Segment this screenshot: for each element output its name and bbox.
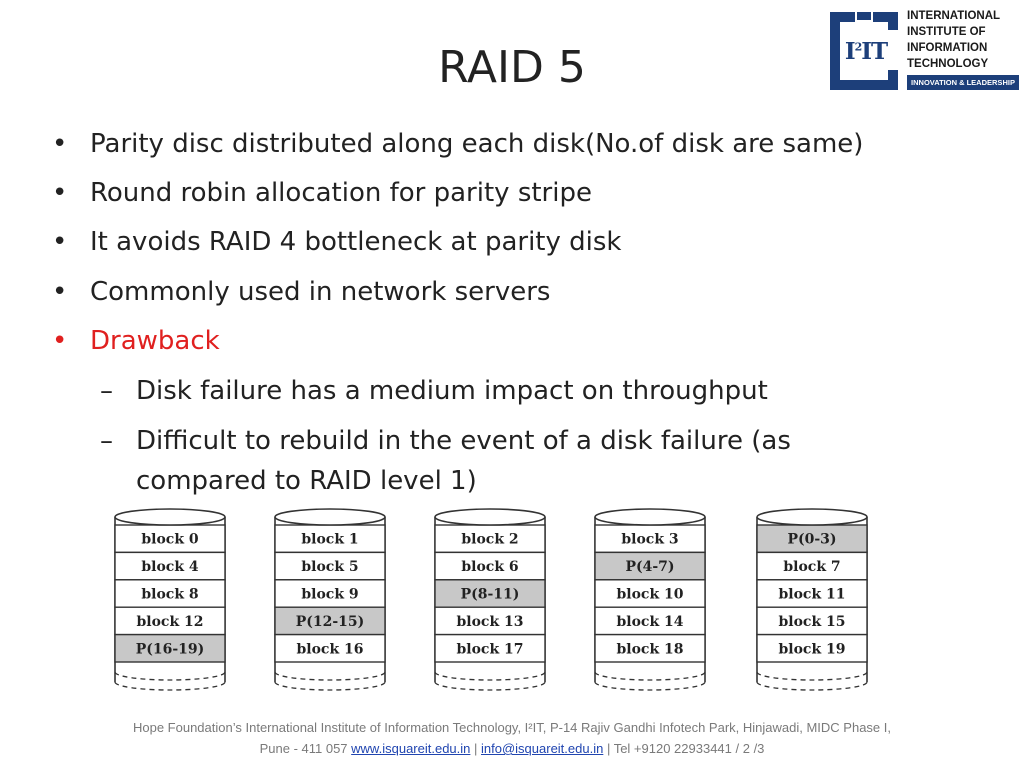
disk-bottom (434, 681, 546, 691)
data-block-label: block 8 (141, 587, 198, 603)
bullet-dot: • (52, 129, 68, 159)
parity-block-label: P(0-3) (787, 532, 836, 548)
data-block-cell (594, 524, 706, 554)
parity-block-cell (114, 633, 226, 663)
disk-5: P(0-3) block 7 block 11 block 15 block 19 (756, 508, 868, 691)
disk-dashed-arc (274, 671, 386, 681)
data-block-label: block 2 (461, 532, 518, 548)
data-block-cell (114, 606, 226, 636)
disk-top (114, 508, 226, 526)
data-block-label: block 10 (616, 587, 683, 603)
data-block-label: block 0 (141, 532, 199, 548)
disk-dashed-arc (756, 671, 868, 681)
disk-bottom (756, 681, 868, 691)
data-block-cell (274, 579, 386, 608)
data-block-label: block 1 (301, 532, 358, 548)
bullet-dot: • (52, 326, 68, 356)
sub-bullet-item: – Difficult to rebuild in the event of a… (100, 426, 791, 456)
disk-bottom (274, 681, 386, 691)
sub-bullet-dash: – (100, 426, 113, 456)
bullet-item: • It avoids RAID 4 bottleneck at parity … (52, 227, 622, 257)
email-link[interactable]: info@isquareit.edu.in (481, 741, 604, 756)
sub-bullet-item: – Disk failure has a medium impact on th… (100, 376, 768, 406)
disk-top (274, 508, 386, 526)
parity-block-label: P(16-19) (136, 641, 205, 657)
parity-block-cell (274, 606, 386, 636)
data-block-cell (594, 606, 706, 636)
disk-2: block 1 block 5 block 9 P(12-15) block 16 (274, 508, 386, 691)
website-link[interactable]: www.isquareit.edu.in (351, 741, 471, 756)
data-block-label: block 15 (778, 614, 845, 630)
data-block-cell (114, 551, 226, 581)
bullet-item: • Commonly used in network servers (52, 277, 551, 307)
logo-institute-name: INTERNATIONAL INSTITUTE OF INFORMATION T… (907, 10, 1001, 70)
data-block-label: block 9 (301, 587, 358, 603)
logo-mark-text: I2IT (844, 38, 888, 65)
data-block-label: block 7 (783, 559, 840, 575)
data-block-label: block 12 (136, 614, 203, 630)
disk-top (756, 508, 868, 526)
data-block-cell (756, 606, 868, 636)
bullet-dot: • (52, 277, 68, 307)
footer-address-line: Hope Foundation’s International Institut… (132, 720, 891, 735)
data-block-cell (274, 633, 386, 663)
data-block-cell (114, 579, 226, 608)
data-block-label: block 19 (778, 641, 845, 657)
disk-4: block 3 P(4-7) block 10 block 14 block 18 (594, 508, 706, 691)
data-block-label: block 11 (778, 587, 845, 603)
sub-bullet-item-continued: compared to RAID level 1) (136, 466, 477, 496)
slide-footer: Hope Foundation’s International Institut… (0, 717, 1024, 759)
data-block-cell (594, 579, 706, 608)
data-block-label: block 18 (616, 641, 683, 657)
data-block-label: block 17 (456, 641, 523, 657)
data-block-cell (434, 524, 546, 554)
data-block-cell (756, 633, 868, 663)
disk-bottom (594, 681, 706, 691)
i2it-logo-mark (830, 12, 898, 90)
data-block-cell (274, 524, 386, 554)
data-block-label: block 4 (141, 559, 199, 575)
data-block-label: block 14 (616, 614, 683, 630)
disk-top (594, 508, 706, 526)
institute-logo: I2IT INTERNATIONAL INSTITUTE OF INFORMAT… (824, 8, 1020, 96)
data-block-label: block 16 (296, 641, 363, 657)
disk-dashed-arc (594, 671, 706, 681)
disk-1: block 0 block 4 block 8 block 12 P(16-19) (114, 508, 226, 691)
bullet-dot: • (52, 227, 68, 257)
sub-bullet-dash: – (100, 376, 113, 406)
disk-3: block 2 block 6 P(8-11) block 13 block 17 (434, 508, 546, 691)
data-block-cell (274, 551, 386, 581)
disk-top (434, 508, 546, 526)
slide-title: RAID 5 (438, 42, 586, 93)
data-block-cell (434, 633, 546, 663)
data-block-label: block 6 (461, 559, 518, 575)
disk-dashed-arc (114, 671, 226, 681)
logo-tagline: INNOVATION & LEADERSHIP (907, 75, 1019, 90)
disk-dashed-arc (434, 671, 546, 681)
data-block-cell (114, 524, 226, 554)
parity-block-label: P(12-15) (296, 614, 365, 630)
bullet-item-drawback: • Drawback (52, 326, 220, 356)
data-block-cell (756, 579, 868, 608)
data-block-label: block 5 (301, 559, 358, 575)
parity-block-cell (594, 551, 706, 581)
data-block-label: block 13 (456, 614, 523, 630)
data-block-label: block 3 (621, 532, 678, 548)
data-block-cell (594, 633, 706, 663)
parity-block-label: P(4-7) (625, 559, 674, 575)
bullet-item: • Round robin allocation for parity stri… (52, 178, 592, 208)
footer-contact-line: Pune - 411 057 www.isquareit.edu.in | in… (259, 741, 765, 756)
bullet-item: • Parity disc distributed along each dis… (52, 129, 864, 159)
parity-block-label: P(8-11) (461, 587, 520, 603)
disk-bottom (114, 681, 226, 691)
bullet-dot: • (52, 178, 68, 208)
parity-block-cell (756, 524, 868, 554)
